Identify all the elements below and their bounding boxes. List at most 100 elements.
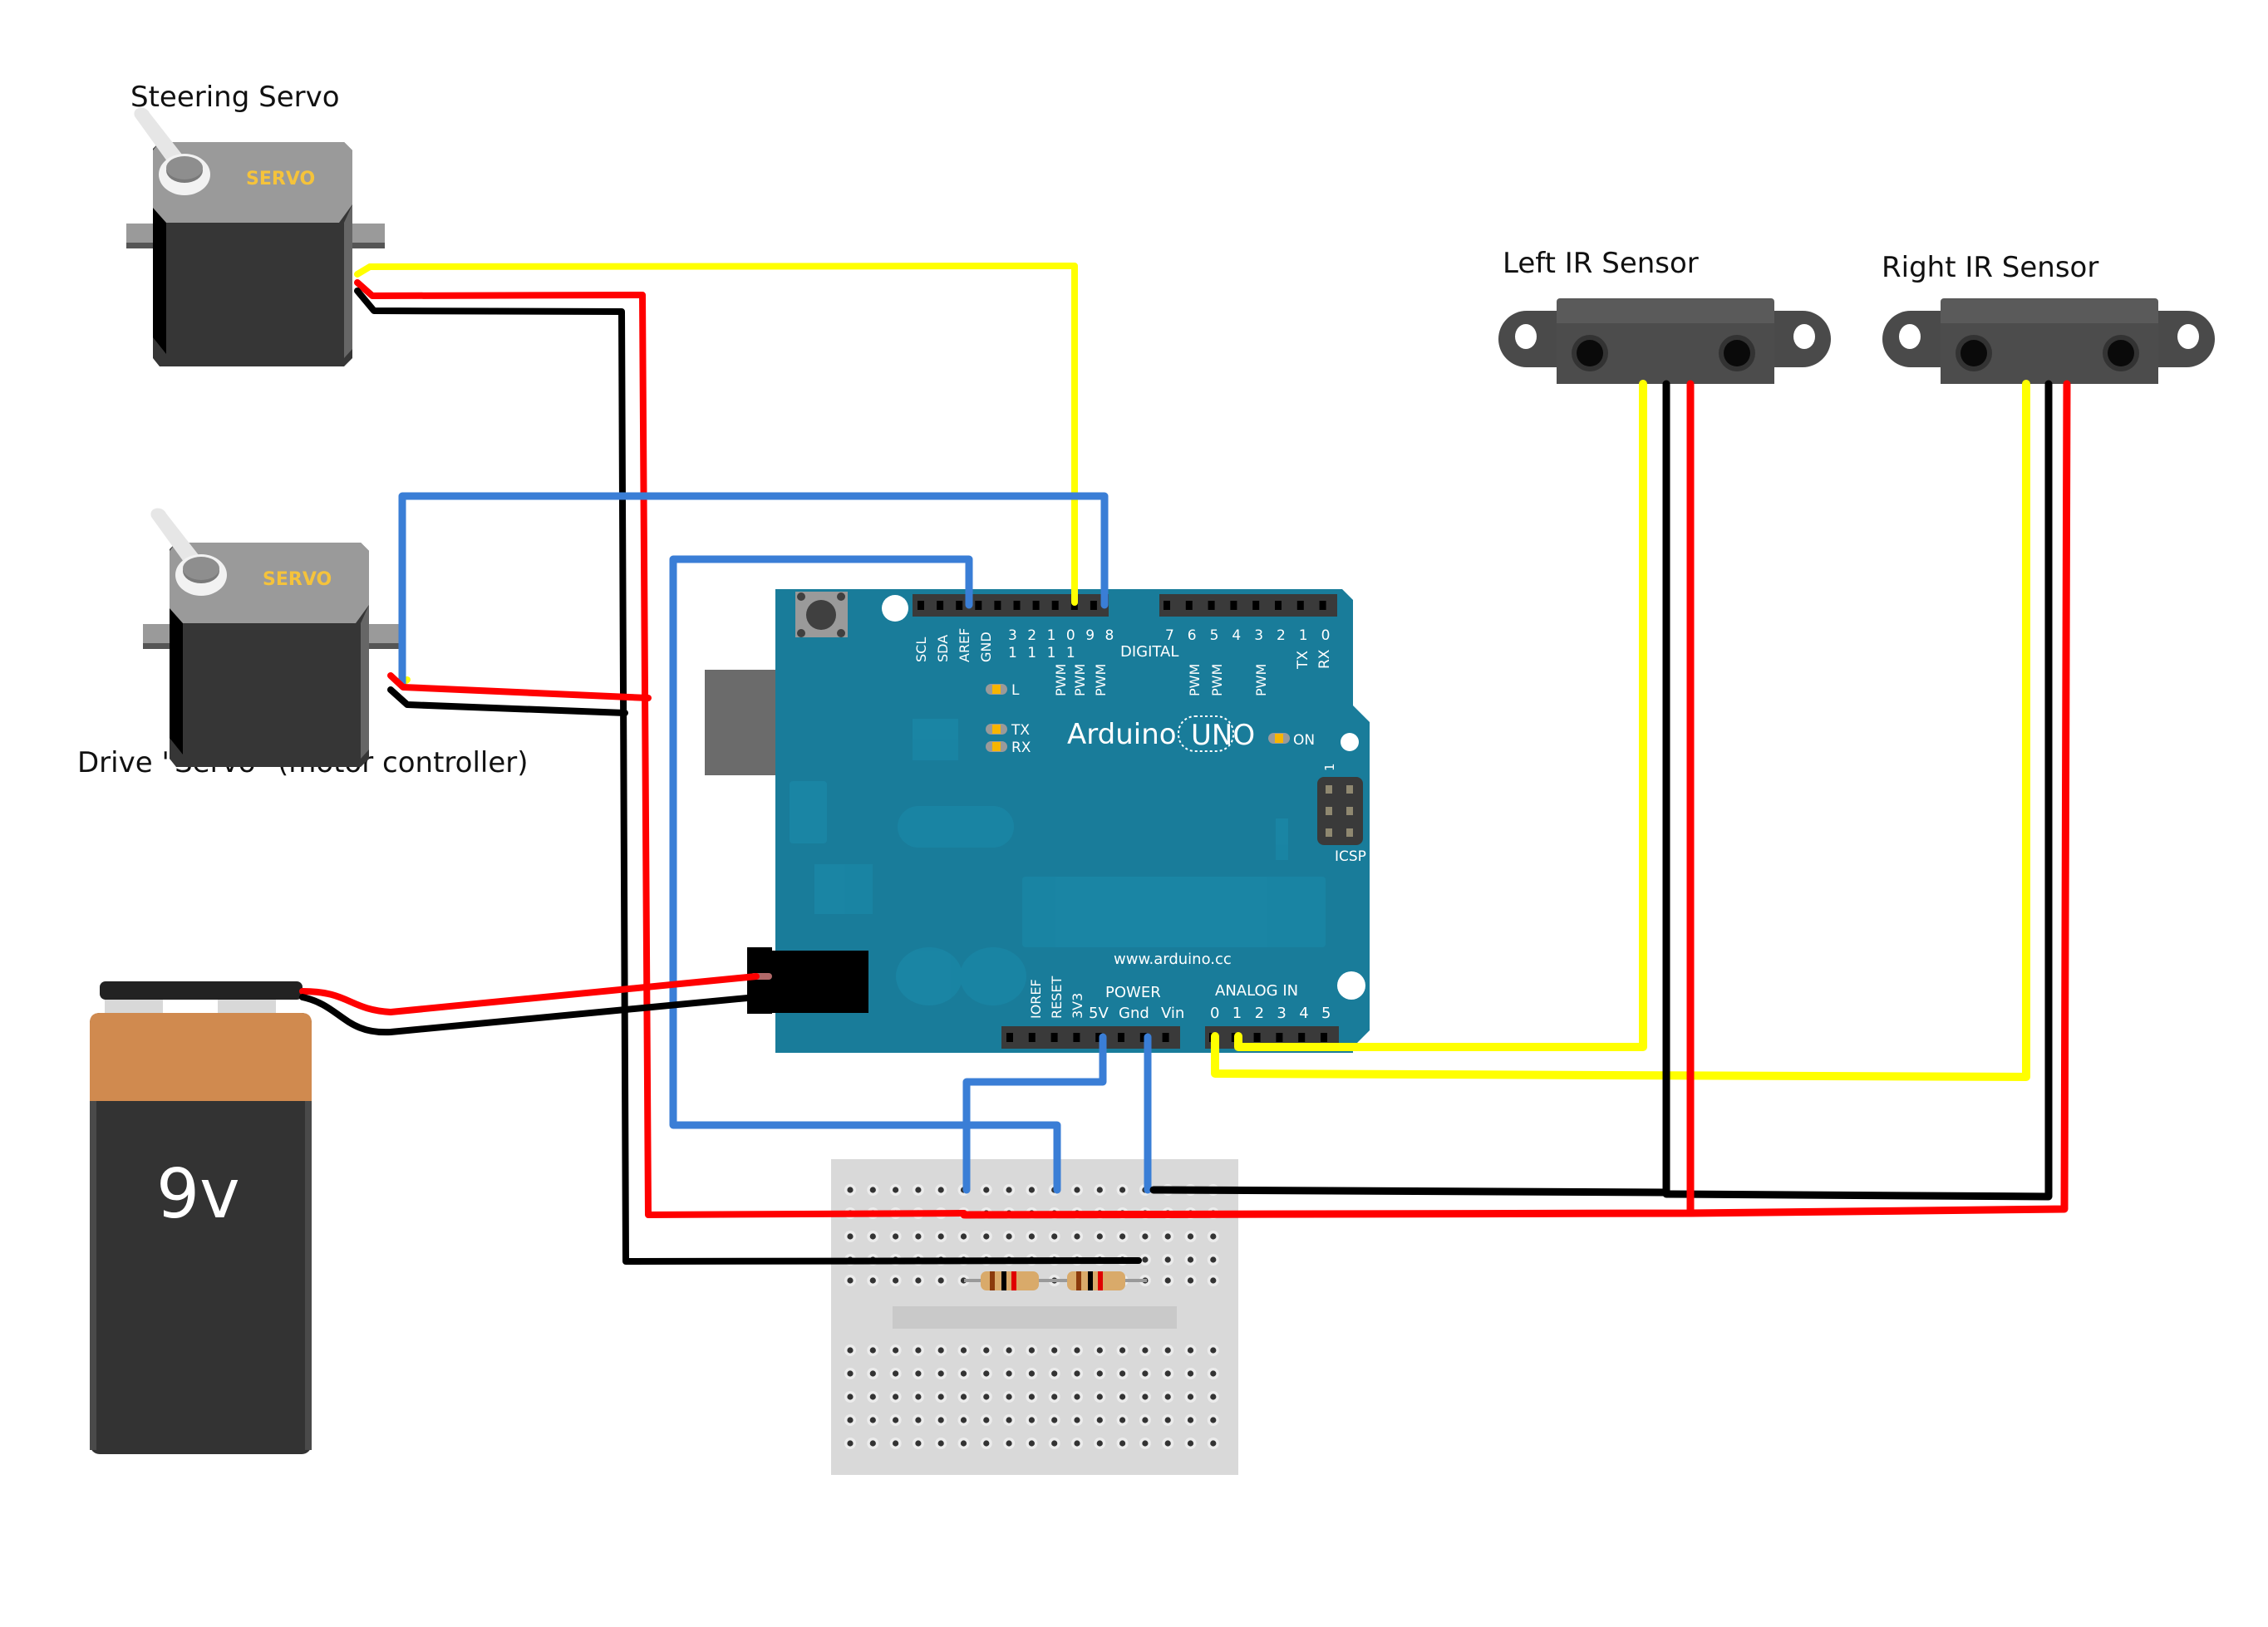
breadboard-hole bbox=[1074, 1440, 1080, 1447]
breadboard-hole bbox=[915, 1277, 922, 1284]
analog-pin-label: 1 bbox=[1232, 1005, 1242, 1022]
header-pin bbox=[1230, 601, 1237, 610]
breadboard-hole bbox=[847, 1440, 854, 1447]
breadboard-hole bbox=[1210, 1256, 1217, 1263]
breadboard-hole bbox=[960, 1233, 967, 1240]
breadboard-hole bbox=[1187, 1256, 1194, 1263]
digital-pin-label-tens: 1 bbox=[1047, 645, 1056, 661]
breadboard-hole bbox=[1210, 1370, 1217, 1377]
power-pin-label-reset: RESET bbox=[1049, 976, 1065, 1019]
breadboard bbox=[831, 1159, 1238, 1475]
breadboard-hole bbox=[1142, 1370, 1149, 1377]
breadboard-hole bbox=[1187, 1440, 1194, 1447]
header-pin bbox=[1275, 601, 1282, 610]
breadboard-hole bbox=[937, 1233, 944, 1240]
header-pin bbox=[1319, 601, 1326, 610]
breadboard-hole bbox=[1006, 1417, 1012, 1423]
breadboard-hole bbox=[1164, 1277, 1171, 1284]
header-pin bbox=[1013, 601, 1021, 610]
led-tx-label: TX bbox=[1011, 722, 1030, 739]
power-pin-label-ioref: IOREF bbox=[1028, 979, 1044, 1019]
breadboard-hole bbox=[1074, 1394, 1080, 1400]
breadboard-hole bbox=[915, 1370, 922, 1377]
breadboard-hole bbox=[1051, 1440, 1058, 1447]
breadboard-hole bbox=[1051, 1417, 1058, 1423]
header-pin bbox=[1028, 1033, 1036, 1042]
digital-pin-label: 2 bbox=[1027, 627, 1036, 644]
breadboard-hole bbox=[915, 1187, 922, 1193]
breadboard-hole bbox=[1119, 1347, 1126, 1354]
digital-pin-label: 1 bbox=[1299, 627, 1308, 644]
digital-pin-label: 8 bbox=[1105, 627, 1114, 644]
breadboard-hole bbox=[1142, 1417, 1149, 1423]
pwm-label: PWM bbox=[1187, 664, 1203, 696]
header-pin bbox=[956, 601, 963, 610]
breadboard-hole bbox=[1119, 1440, 1126, 1447]
breadboard-hole bbox=[1164, 1256, 1171, 1263]
power-label: POWER bbox=[1105, 984, 1161, 1001]
digital-pin-label: 9 bbox=[1085, 627, 1095, 644]
wire-drive-power bbox=[387, 672, 652, 701]
drive-servo-text: SERVO bbox=[263, 569, 332, 590]
breadboard-hole bbox=[937, 1187, 944, 1193]
breadboard-hole bbox=[847, 1187, 854, 1193]
breadboard-hole bbox=[847, 1370, 854, 1377]
digital-header-low bbox=[1159, 594, 1337, 617]
led-on-label: ON bbox=[1293, 732, 1315, 749]
header-pin bbox=[1095, 1033, 1103, 1042]
breadboard-hole bbox=[1074, 1417, 1080, 1423]
steering-servo bbox=[126, 107, 385, 366]
battery-clip bbox=[100, 981, 303, 1000]
breadboard-hole bbox=[1028, 1394, 1035, 1400]
breadboard-hole bbox=[1210, 1394, 1217, 1400]
breadboard-hole bbox=[1051, 1347, 1058, 1354]
right-ir-sensor bbox=[1882, 298, 2215, 384]
header-pin bbox=[1276, 1033, 1283, 1042]
rx-pin-label: RX bbox=[1316, 649, 1333, 669]
led-rx bbox=[986, 741, 1007, 752]
breadboard-hole bbox=[1187, 1394, 1194, 1400]
analog-pin-label: 2 bbox=[1255, 1005, 1264, 1022]
header-pin bbox=[1051, 601, 1059, 610]
breadboard-hole bbox=[893, 1440, 899, 1447]
breadboard-hole bbox=[1187, 1233, 1194, 1240]
breadboard-hole bbox=[1187, 1277, 1194, 1284]
wire-drive-ground bbox=[387, 686, 628, 716]
header-label-aref: AREF bbox=[957, 628, 972, 662]
header-pin bbox=[1298, 1033, 1306, 1042]
breadboard-hole bbox=[893, 1233, 899, 1240]
led-on bbox=[1268, 733, 1290, 744]
header-pin bbox=[975, 601, 982, 610]
wire-battery-positive bbox=[299, 973, 760, 1015]
breadboard-hole bbox=[1096, 1347, 1103, 1354]
header-pin bbox=[1032, 601, 1040, 610]
arduino-model: UNO bbox=[1191, 719, 1255, 752]
breadboard-hole bbox=[847, 1347, 854, 1354]
breadboard-hole bbox=[1096, 1370, 1103, 1377]
wire-battery-negative bbox=[299, 994, 760, 1036]
breadboard-hole bbox=[1028, 1370, 1035, 1377]
breadboard-hole bbox=[893, 1370, 899, 1377]
header-pin bbox=[1139, 1033, 1147, 1042]
steering-servo-text: SERVO bbox=[246, 169, 315, 189]
analog-in-label: ANALOG IN bbox=[1215, 982, 1298, 1000]
digital-pin-label: 3 bbox=[1254, 627, 1263, 644]
wire-right-ir-ground bbox=[1662, 380, 2053, 1201]
breadboard-hole bbox=[1028, 1417, 1035, 1423]
power-pin-label-3v3: 3V3 bbox=[1070, 993, 1085, 1019]
breadboard-hole bbox=[869, 1370, 876, 1377]
breadboard-hole bbox=[847, 1233, 854, 1240]
breadboard-hole bbox=[960, 1417, 967, 1423]
breadboard-hole bbox=[1210, 1347, 1217, 1354]
wire-5v bbox=[962, 1033, 1107, 1194]
breadboard-hole bbox=[869, 1233, 876, 1240]
breadboard-hole bbox=[1074, 1233, 1080, 1240]
header-pin bbox=[1252, 601, 1260, 610]
digital-pin-label: 0 bbox=[1321, 627, 1331, 644]
mounting-hole bbox=[1341, 733, 1359, 751]
breadboard-hole bbox=[1119, 1417, 1126, 1423]
arduino-brand: Arduino bbox=[1067, 718, 1177, 751]
resistor-2 bbox=[1067, 1271, 1125, 1290]
